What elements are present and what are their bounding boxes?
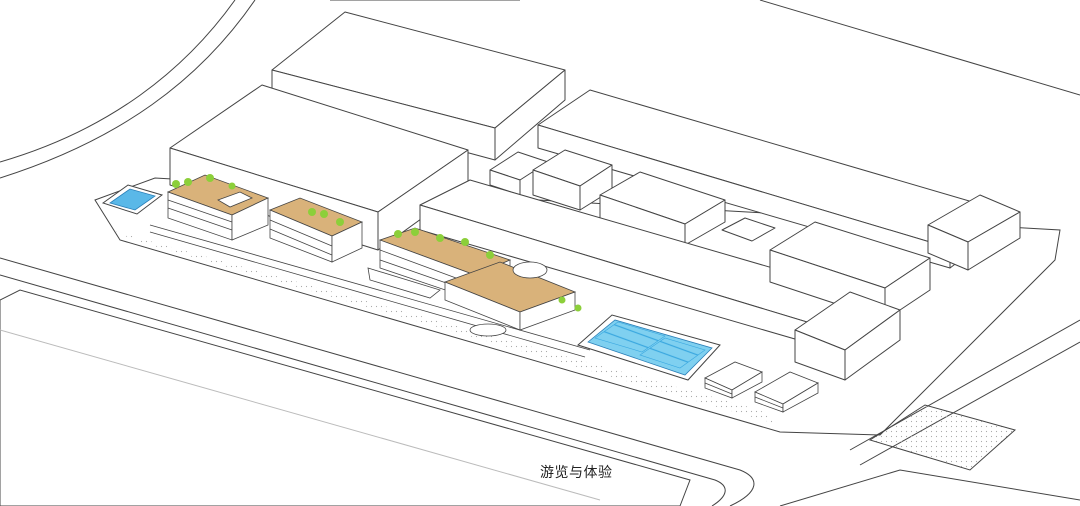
walkway [149,224,591,358]
terraced-building-1 [166,174,270,241]
large-pool [577,314,721,381]
right-dotted-parcel [868,404,1017,471]
sidewalk-dots [110,230,780,425]
lower-parcel [0,289,691,506]
background-buildings [169,11,1021,381]
terraced-building-3 [378,227,582,331]
lower-parcel-inner [0,329,601,501]
diagram-caption: 游览与体验 [540,465,613,481]
terraced-building-2 [268,197,364,263]
pavilions [704,361,819,413]
small-pool [101,184,164,215]
